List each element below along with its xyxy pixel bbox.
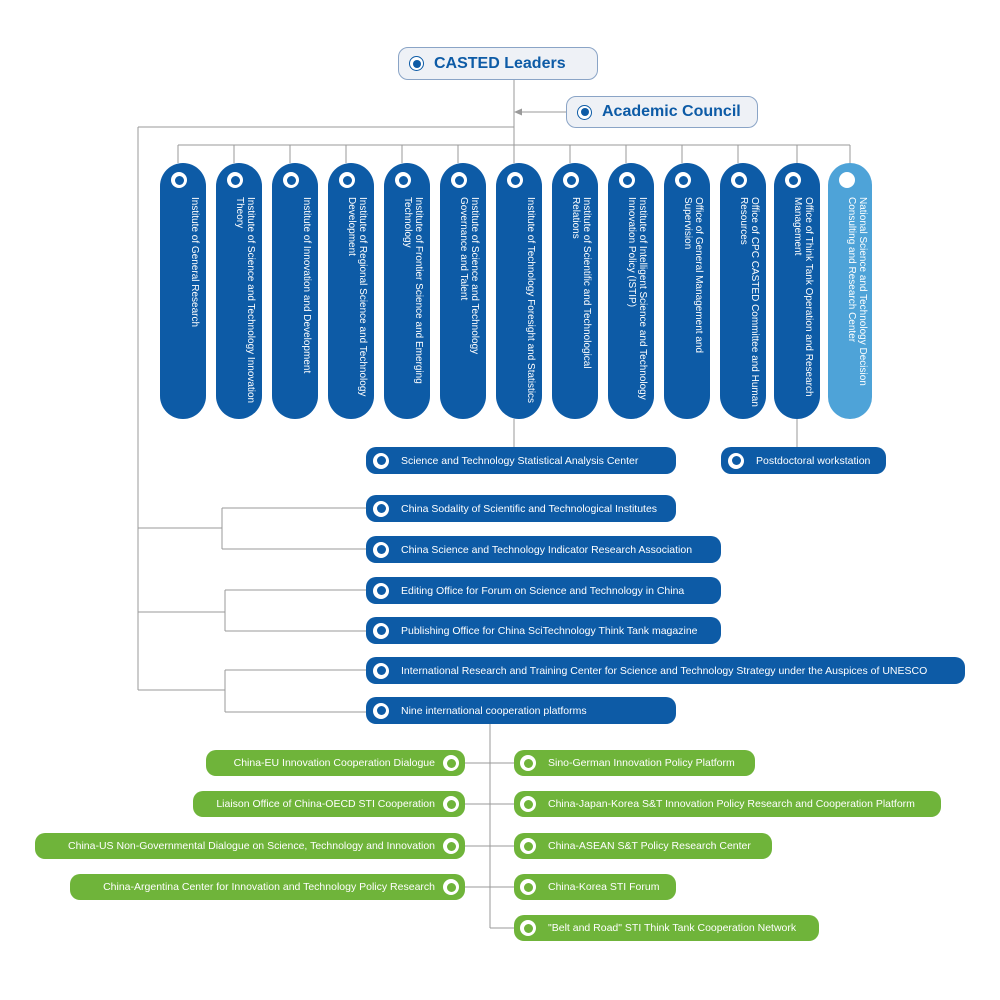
bullet-icon <box>395 172 411 188</box>
platform-label: China-Korea STI Forum <box>548 881 660 893</box>
bullet-icon <box>373 541 389 558</box>
postdoc-node: Postdoctoral workstation <box>721 447 886 474</box>
stats-center-node: Science and Technology Statistical Analy… <box>366 447 676 474</box>
platform-label: "Belt and Road" STI Think Tank Cooperati… <box>548 922 797 934</box>
bullet-icon <box>451 172 467 188</box>
institute-label: Institute of Regional Science and Techno… <box>346 197 368 397</box>
bullet-icon <box>520 920 536 936</box>
bullet-icon <box>675 172 691 188</box>
office-column: Office of General Management and Supervi… <box>664 163 710 419</box>
bullet-icon <box>373 702 389 719</box>
bullet-icon <box>731 172 747 188</box>
bullet-icon <box>373 582 389 599</box>
bullet-icon <box>577 104 592 120</box>
bullet-icon <box>520 755 536 771</box>
affiliate-label: China Science and Technology Indicator R… <box>401 543 693 556</box>
institute-column: Institute of Innovation and Development <box>272 163 318 419</box>
institute-label: Institute of Frontier Science and Emergi… <box>402 197 424 384</box>
platform-label: Sino-German Innovation Policy Platform <box>548 757 735 769</box>
affiliate-label: International Research and Training Cent… <box>401 664 928 677</box>
institute-label: Institute of Science and Technology Gove… <box>458 197 480 355</box>
platform-label: Liaison Office of China-OECD STI Coopera… <box>216 798 435 810</box>
office-label: Office of General Management and Supervi… <box>682 197 704 354</box>
platform-node: China-US Non-Governmental Dialogue on Sc… <box>35 833 465 859</box>
platform-node: China-Japan-Korea S&T Innovation Policy … <box>514 791 941 817</box>
platforms-group-label: Nine international cooperation platforms <box>401 704 587 717</box>
institute-label: Institute of Innovation and Development <box>301 197 312 374</box>
office-column: Office of Think Tank Operation and Resea… <box>774 163 820 419</box>
bullet-icon <box>839 172 855 188</box>
institute-column: Institute of General Research <box>160 163 206 419</box>
bullet-icon <box>619 172 635 188</box>
postdoc-label: Postdoctoral workstation <box>756 454 871 467</box>
affiliate-label: China Sodality of Scientific and Technol… <box>401 502 658 515</box>
platform-node: China-ASEAN S&T Policy Research Center <box>514 833 772 859</box>
bullet-icon <box>443 755 459 771</box>
casted-leaders-node: CASTED Leaders <box>398 47 598 80</box>
institute-column: Institute of Regional Science and Techno… <box>328 163 374 419</box>
bullet-icon <box>520 796 536 812</box>
institute-label: Institute of Intelligent Science and Tec… <box>626 197 648 400</box>
platform-node: China-Korea STI Forum <box>514 874 676 900</box>
academic-council-label: Academic Council <box>602 103 741 120</box>
platform-node: Liaison Office of China-OECD STI Coopera… <box>193 791 465 817</box>
institute-column: Institute of Intelligent Science and Tec… <box>608 163 654 419</box>
platform-node: "Belt and Road" STI Think Tank Cooperati… <box>514 915 819 941</box>
affiliate-node: Publishing Office for China SciTechnolog… <box>366 617 721 644</box>
bullet-icon <box>409 56 424 71</box>
bullet-icon <box>227 172 243 188</box>
bullet-icon <box>443 796 459 812</box>
bullet-icon <box>373 662 389 679</box>
bullet-icon <box>339 172 355 188</box>
bullet-icon <box>373 500 389 517</box>
casted-leaders-label: CASTED Leaders <box>434 54 566 72</box>
bullet-icon <box>520 838 536 854</box>
affiliate-node: China Science and Technology Indicator R… <box>366 536 721 563</box>
institute-column: Institute of Science and Technology Inno… <box>216 163 262 419</box>
office-column: Office of CPC CASTED Committee and Human… <box>720 163 766 419</box>
institute-label: Institute of Technology Foresight and St… <box>525 197 536 404</box>
platforms-group-node: Nine international cooperation platforms <box>366 697 676 724</box>
bullet-icon <box>520 879 536 895</box>
platform-label: China-US Non-Governmental Dialogue on Sc… <box>68 840 435 852</box>
platform-node: China-EU Innovation Cooperation Dialogue <box>206 750 465 776</box>
platform-node: Sino-German Innovation Policy Platform <box>514 750 755 776</box>
affiliate-node: Editing Office for Forum on Science and … <box>366 577 721 604</box>
platform-label: China-Japan-Korea S&T Innovation Policy … <box>548 798 915 810</box>
bullet-icon <box>507 172 523 188</box>
platform-label: China-Argentina Center for Innovation an… <box>103 881 435 893</box>
office-label: Office of Think Tank Operation and Resea… <box>792 197 814 397</box>
affiliate-node: International Research and Training Cent… <box>366 657 965 684</box>
institute-column: Institute of Scientific and Technologica… <box>552 163 598 419</box>
platform-node: China-Argentina Center for Innovation an… <box>70 874 465 900</box>
institute-label: Institute of Scientific and Technologica… <box>570 197 592 369</box>
institute-label: Institute of Science and Technology Inno… <box>234 197 256 404</box>
bullet-icon <box>443 879 459 895</box>
bullet-icon <box>443 838 459 854</box>
institute-column: Institute of Science and Technology Gove… <box>440 163 486 419</box>
bullet-icon <box>283 172 299 188</box>
bullet-icon <box>373 622 389 639</box>
affiliate-label: Publishing Office for China SciTechnolog… <box>401 624 698 637</box>
affiliate-node: China Sodality of Scientific and Technol… <box>366 495 676 522</box>
bullet-icon <box>171 172 187 188</box>
bullet-icon <box>728 452 744 469</box>
affiliate-label: Editing Office for Forum on Science and … <box>401 584 685 597</box>
institute-column: Institute of Technology Foresight and St… <box>496 163 542 419</box>
stats-center-label: Science and Technology Statistical Analy… <box>401 454 639 467</box>
center-column: National Science and Technology Decision… <box>828 163 872 419</box>
bullet-icon <box>563 172 579 188</box>
office-label: Office of CPC CASTED Committee and Human… <box>738 197 760 407</box>
center-label: National Science and Technology Decision… <box>846 197 868 386</box>
platform-label: China-ASEAN S&T Policy Research Center <box>548 840 751 852</box>
institute-column: Institute of Frontier Science and Emergi… <box>384 163 430 419</box>
bullet-icon <box>785 172 801 188</box>
platform-label: China-EU Innovation Cooperation Dialogue <box>233 757 435 769</box>
institute-label: Institute of General Research <box>189 197 200 328</box>
bullet-icon <box>373 452 389 469</box>
academic-council-node: Academic Council <box>566 96 758 128</box>
